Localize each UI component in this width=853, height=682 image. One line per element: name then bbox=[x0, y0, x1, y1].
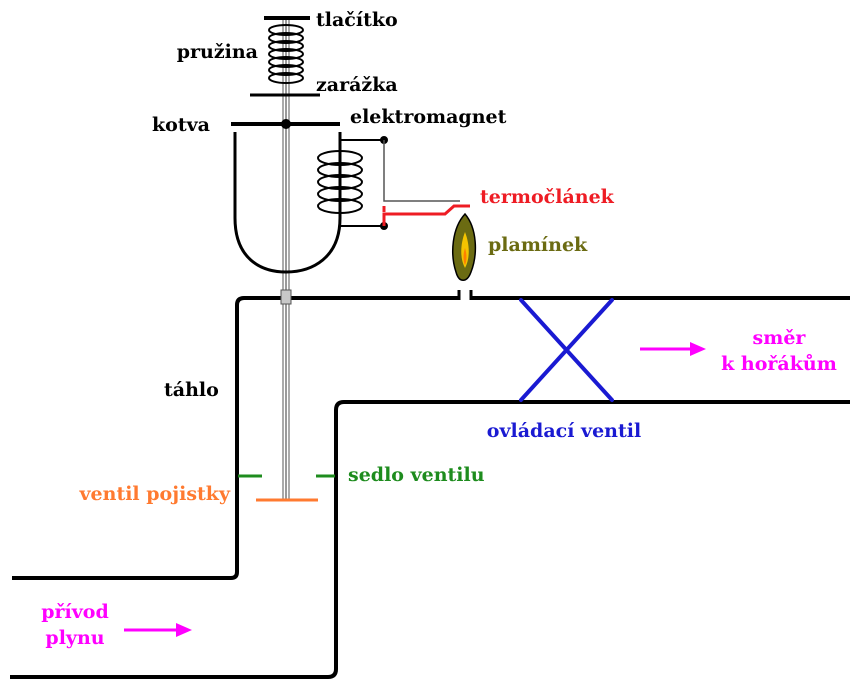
label-electromagnet: elektromagnet bbox=[350, 106, 507, 128]
flame-icon bbox=[452, 212, 477, 281]
label-spring: pružina bbox=[177, 41, 258, 63]
armature-pivot bbox=[281, 119, 291, 129]
rod bbox=[280, 16, 292, 500]
electromagnet-core bbox=[233, 132, 342, 274]
label-button: tlačítko bbox=[316, 9, 398, 31]
label-rod: táhlo bbox=[164, 379, 219, 401]
gas-pipe bbox=[10, 296, 850, 679]
label-armature: kotva bbox=[152, 114, 210, 136]
thermocouple bbox=[382, 140, 470, 226]
label-safety-valve: ventil pojistky bbox=[79, 483, 231, 505]
electromagnet-coil-icon bbox=[317, 139, 384, 227]
coil-spring-icon bbox=[268, 24, 304, 84]
label-gas-inlet-line2: plynu bbox=[45, 627, 104, 649]
pilot-nozzle bbox=[457, 290, 473, 302]
label-direction-line1: směr bbox=[753, 327, 807, 349]
label-pilot-flame: plamínek bbox=[488, 234, 588, 256]
label-gas-inlet-line1: přívod bbox=[41, 601, 109, 623]
label-stop: zarážka bbox=[316, 74, 398, 96]
label-direction-line2: k hořákům bbox=[721, 353, 837, 375]
label-thermocouple: termočlánek bbox=[480, 186, 615, 208]
arrow-right-icon bbox=[124, 623, 192, 637]
arrow-right-icon bbox=[640, 342, 706, 356]
label-control-valve: ovládací ventil bbox=[487, 420, 641, 442]
label-valve-seat: sedlo ventilu bbox=[348, 464, 485, 486]
pipe-inner-wall bbox=[10, 400, 850, 679]
cross-valve-icon bbox=[519, 298, 614, 402]
pipe-outer-wall bbox=[12, 296, 850, 580]
